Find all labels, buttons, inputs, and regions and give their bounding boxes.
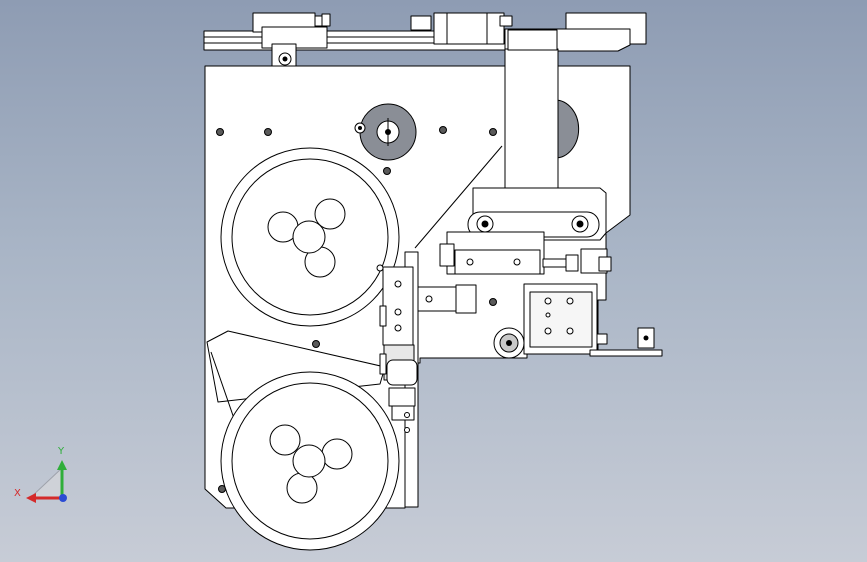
z-axis-dot <box>59 494 67 502</box>
linkage-bar[interactable] <box>466 211 600 240</box>
top-hub[interactable] <box>354 103 417 161</box>
x-axis-label: X <box>14 488 21 499</box>
triad-plane <box>28 466 63 499</box>
guide-tab <box>379 305 387 327</box>
top-linear-rail[interactable] <box>203 12 513 68</box>
coordinate-triad: X Y <box>14 446 67 503</box>
slider-assembly[interactable] <box>439 231 612 275</box>
y-axis-label: Y <box>57 446 65 457</box>
small-bolt <box>376 264 384 272</box>
clamp-block[interactable] <box>523 283 608 355</box>
lower-reel[interactable] <box>220 371 400 551</box>
feeder-block[interactable] <box>417 284 477 314</box>
outfeed-plate[interactable] <box>589 327 663 357</box>
upper-reel[interactable] <box>220 147 400 327</box>
guide-roller[interactable] <box>493 327 525 359</box>
guide-tab <box>379 353 387 375</box>
upper-slot <box>554 99 580 159</box>
